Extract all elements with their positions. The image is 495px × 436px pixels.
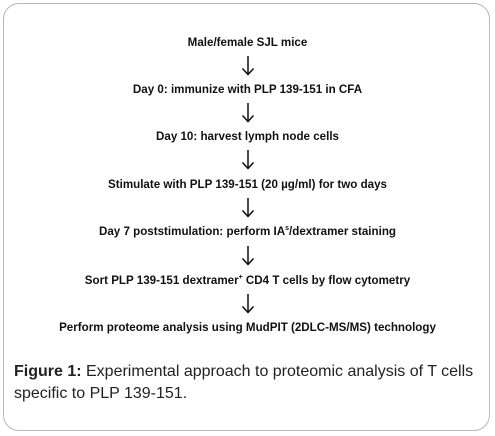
step-harvest: Day 10: harvest lymph node cells <box>156 130 339 143</box>
step-sort-pre: Sort PLP 139-151 dextramer <box>84 274 239 287</box>
figure-label: Figure 1: <box>14 363 82 380</box>
step-sort-post: CD4 T cells by flow cytometry <box>242 274 411 287</box>
arrow-down-icon <box>241 56 255 76</box>
figure-frame <box>3 3 490 431</box>
arrow-down-icon <box>241 198 255 218</box>
step-sort: Sort PLP 139-151 dextramer+ CD4 T cells … <box>0 274 495 288</box>
arrow-down-icon <box>241 294 255 314</box>
step-staining: Day 7 poststimulation: perform IAs/dextr… <box>0 225 495 239</box>
figure-caption-text: Experimental approach to proteomic analy… <box>14 363 474 402</box>
step-staining-post: /dextramer staining <box>289 225 397 238</box>
arrow-down-icon <box>241 103 255 123</box>
step-mice: Male/female SJL mice <box>187 36 308 49</box>
figure-caption: Figure 1: Experimental approach to prote… <box>14 361 484 405</box>
arrow-down-icon <box>241 246 255 266</box>
step-staining-pre: Day 7 poststimulation: perform IA <box>98 225 286 238</box>
arrow-down-icon <box>241 150 255 170</box>
step-immunize: Day 0: immunize with PLP 139-151 in CFA <box>132 83 363 96</box>
step-staining-sup: s <box>285 225 290 232</box>
step-proteome: Perform proteome analysis using MudPIT (… <box>59 321 436 334</box>
step-sort-sup: + <box>238 274 243 281</box>
step-stimulate: Stimulate with PLP 139-151 (20 µg/ml) fo… <box>108 178 387 191</box>
